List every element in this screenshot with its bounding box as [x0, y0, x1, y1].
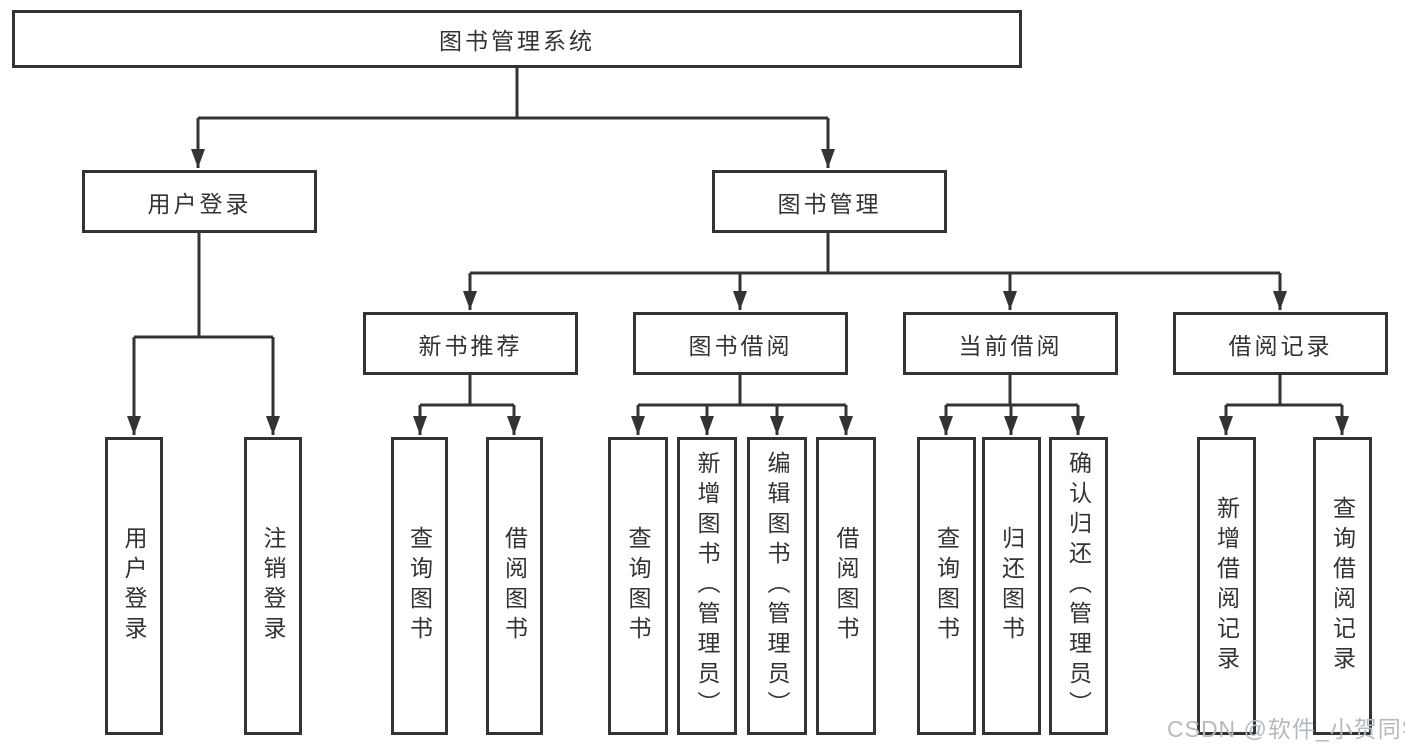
node-root-system: 图书管理系统	[12, 10, 1022, 68]
leaf-return-book: 归还图书	[982, 437, 1041, 735]
leaf-user-login: 用户登录	[105, 437, 163, 735]
node-user-login: 用户登录	[82, 170, 317, 233]
leaf-confirm-return-admin: 确认归还（管理员）	[1049, 437, 1108, 735]
leaf-borrow-books-recommend: 借阅图书	[486, 437, 543, 735]
leaf-logout: 注销登录	[244, 437, 302, 735]
leaf-borrow-books: 借阅图书	[816, 437, 876, 735]
node-book-borrowing: 图书借阅	[633, 312, 848, 375]
leaf-query-books-current: 查询图书	[917, 437, 976, 735]
leaf-query-borrow-record: 查询借阅记录	[1313, 437, 1372, 735]
leaf-query-books-recommend: 查询图书	[391, 437, 448, 735]
leaf-edit-book-admin: 编辑图书（管理员）	[747, 437, 807, 735]
node-book-management: 图书管理	[712, 170, 947, 233]
leaf-query-books-borrow: 查询图书	[608, 437, 668, 735]
node-borrowing-records: 借阅记录	[1173, 312, 1388, 375]
node-current-borrowing: 当前借阅	[903, 312, 1118, 375]
leaf-add-borrow-record: 新增借阅记录	[1197, 437, 1256, 735]
leaf-add-book-admin: 新增图书（管理员）	[677, 437, 737, 735]
csdn-watermark: CSDN @软件_小贺同学	[1167, 716, 1405, 742]
node-new-book-recommend: 新书推荐	[363, 312, 578, 375]
